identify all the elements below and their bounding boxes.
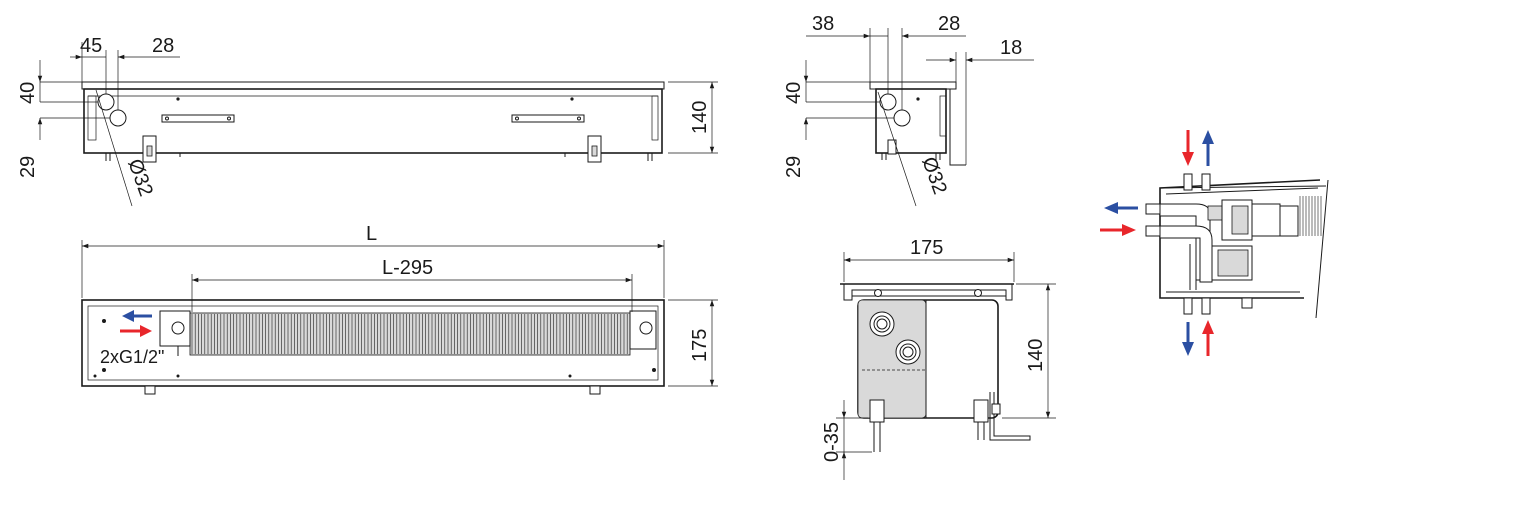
detail-return-arrow-bottom: [1182, 322, 1194, 356]
top-dim-175: 175: [689, 329, 711, 362]
side-view-flange: [81, 81, 665, 90]
connection-detail: [1100, 130, 1329, 356]
top-view-body: [81, 299, 665, 387]
side-view-body: [83, 88, 663, 154]
side-dim-29: 29: [17, 156, 39, 178]
end-dim-28: 28: [938, 13, 960, 35]
side-dim-40: 40: [17, 82, 39, 104]
cross-dim-140: 140: [1025, 339, 1047, 372]
side-dim-45: 45: [80, 35, 102, 57]
detail-return-arrow-left: [1104, 202, 1138, 214]
top-connection-label: 2xG1/2": [100, 347, 164, 367]
detail-return-arrow-top: [1202, 130, 1214, 166]
cross-pipe-upper: [869, 311, 895, 337]
top-dim-L-295: L-295: [382, 257, 433, 279]
detail-supply-arrow-bottom: [1202, 320, 1214, 356]
side-pipe-upper: [97, 93, 115, 111]
cross-section: 175 140 0-35: [821, 237, 1056, 480]
end-dim-29: 29: [783, 156, 805, 178]
side-dim-140: 140: [689, 101, 711, 134]
side-dim-dia32: Ø32: [123, 156, 157, 199]
cross-dim-175: 175: [910, 237, 943, 259]
top-dim-L: L: [366, 223, 377, 245]
end-dim-40: 40: [783, 82, 805, 104]
end-dim-dia32: Ø32: [917, 154, 951, 197]
end-pipe-upper: [879, 93, 897, 111]
top-return-arrow: [122, 310, 152, 322]
detail-supply-arrow-left: [1100, 224, 1136, 236]
cross-dim-0-35: 0-35: [821, 422, 843, 462]
top-supply-arrow: [120, 325, 152, 337]
top-view: 2xG1/2" L L-295 175: [81, 223, 718, 395]
end-dim-38: 38: [812, 13, 834, 35]
side-pipe-lower: [109, 109, 127, 127]
end-pipe-lower: [893, 109, 911, 127]
detail-supply-arrow-top: [1182, 130, 1194, 166]
cross-pipe-lower: [895, 339, 921, 365]
side-dim-28: 28: [152, 35, 174, 57]
end-dim-18: 18: [1000, 37, 1022, 59]
end-view-flange: [869, 81, 957, 90]
end-view: 38 28 18 40 29 Ø32: [783, 13, 1034, 207]
side-view: 45 28 40 29 140 Ø32: [17, 35, 718, 207]
